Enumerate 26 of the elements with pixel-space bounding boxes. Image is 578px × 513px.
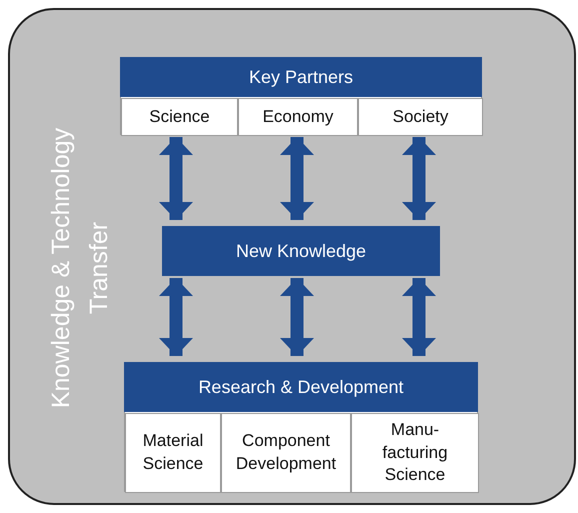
- double-arrow: [402, 137, 436, 220]
- table-cell: [125, 413, 221, 493]
- double-arrow: [159, 278, 193, 356]
- table-cell: [221, 413, 351, 493]
- process-box: [162, 226, 440, 276]
- rounded-panel: [8, 8, 576, 505]
- double-arrow: [402, 278, 436, 356]
- cell-text: Component Development: [234, 430, 338, 475]
- table-cell: [351, 413, 479, 493]
- cell-text: Material Science: [142, 430, 204, 475]
- cell-text: Economy: [262, 106, 334, 128]
- vertical-title: Knowledge & Technology Transfer: [46, 126, 114, 410]
- double-arrow: [280, 137, 314, 220]
- table-cell: [358, 98, 483, 136]
- table-cell: [238, 98, 358, 136]
- group-header: Key Partners: [120, 57, 482, 97]
- table-cell: [121, 98, 238, 136]
- cell-text: Science: [148, 106, 211, 128]
- group-header: Research & Development: [124, 362, 478, 412]
- group-box: [124, 362, 478, 492]
- double-arrow: [280, 278, 314, 356]
- double-arrow: [159, 137, 193, 220]
- cell-text: Society: [392, 106, 450, 128]
- box-title: New Knowledge: [236, 240, 366, 262]
- group-box: [120, 57, 482, 135]
- cell-text: Manu- facturing Science: [381, 418, 449, 486]
